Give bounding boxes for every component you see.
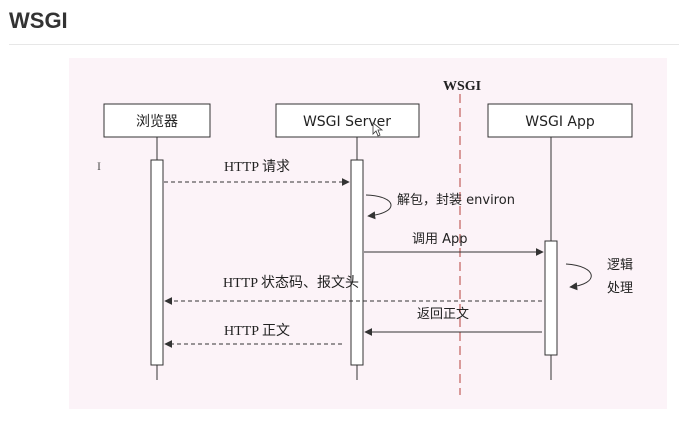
logic-self-arrow (565, 263, 592, 291)
browser-box (103, 103, 211, 138)
unpack-label: 解包，封装 environ (397, 193, 515, 208)
http-body-label: HTTP 正文 (224, 323, 290, 339)
page-title: WSGI (9, 8, 68, 33)
text-cursor-icon: I (97, 159, 101, 173)
status-headers-label: HTTP 状态码、报文头 (223, 275, 359, 291)
unpack-self-arrow (365, 194, 392, 220)
heading-divider (9, 44, 679, 45)
app-box (487, 103, 633, 138)
return-body-label: 返回正文 (417, 307, 469, 322)
mouse-pointer-icon (372, 122, 384, 137)
http-request-label: HTTP 请求 (224, 159, 290, 175)
logic-label-line2: 处理 (607, 281, 633, 296)
app-activation (544, 240, 558, 356)
browser-activation (150, 159, 164, 366)
server-activation (350, 159, 364, 366)
app-label: WSGI App (525, 114, 595, 130)
logic-label-line1: 逻辑 (607, 258, 633, 273)
server-box (275, 103, 420, 138)
browser-label: 浏览器 (136, 114, 178, 130)
server-label: WSGI Server (303, 114, 391, 130)
divider-label: WSGI (443, 79, 481, 94)
call-app-label: 调用 App (412, 232, 468, 247)
